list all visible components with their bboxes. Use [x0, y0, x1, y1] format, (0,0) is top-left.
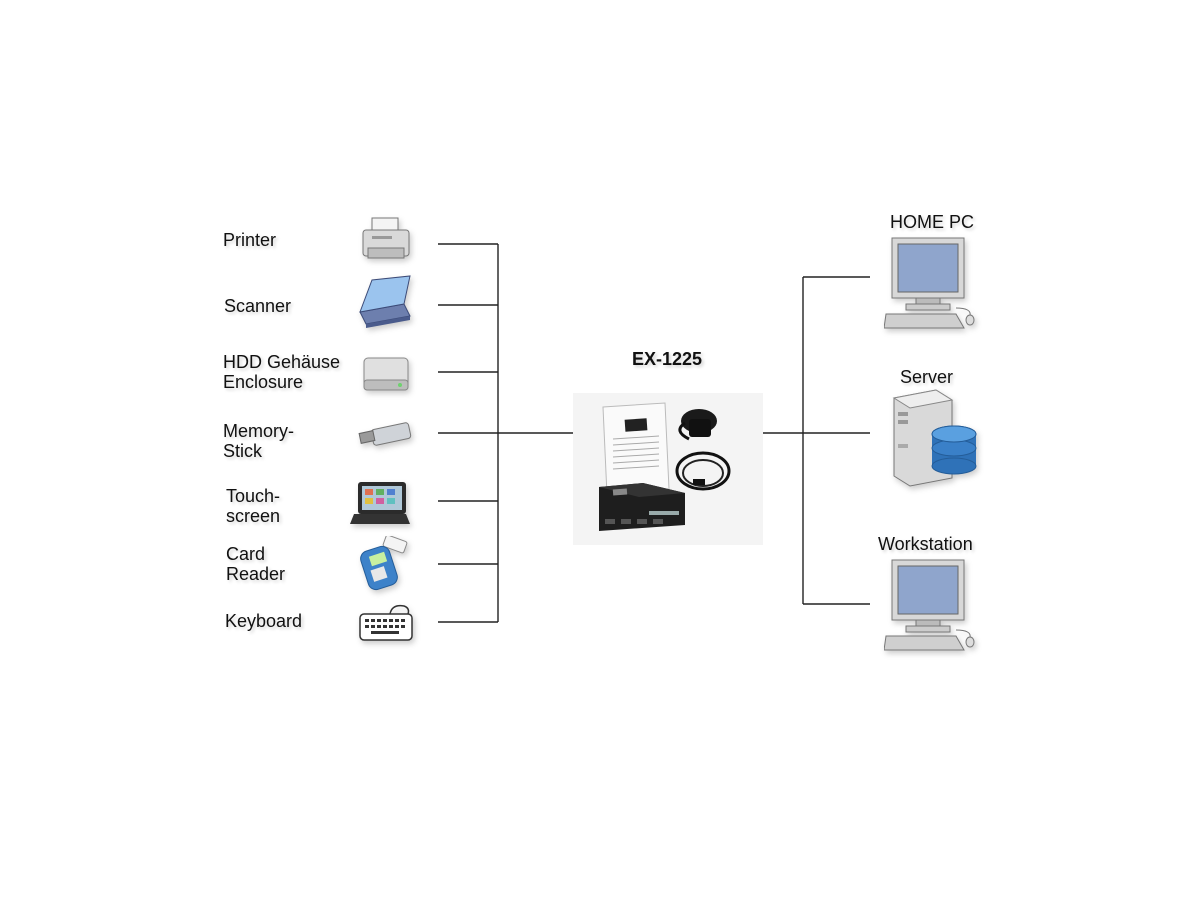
label-scanner: Scanner	[224, 296, 292, 316]
desktop-pc-icon	[884, 237, 975, 329]
usb-stick-icon	[358, 422, 412, 446]
scanner-icon	[359, 275, 411, 328]
server-icon	[892, 389, 977, 487]
hub-product-photo	[573, 393, 763, 545]
label-server: Server	[900, 367, 954, 387]
label-keyboard: Keyboard	[225, 611, 303, 631]
touchscreen-icon	[350, 482, 410, 524]
desktop-pc-icon	[884, 559, 975, 651]
hub-label: EX-1225	[632, 349, 703, 369]
printer-icon	[362, 217, 410, 259]
keyboard-icon	[359, 604, 413, 641]
label-printer: Printer	[223, 230, 277, 250]
label-memory-stick: Memory-Stick	[223, 421, 294, 461]
label-touchscreen: Touch-screen	[226, 486, 281, 526]
card-reader-icon	[360, 536, 408, 591]
label-home-pc: HOME PC	[890, 212, 975, 232]
label-workstation: Workstation	[878, 534, 973, 554]
hdd-icon	[363, 357, 409, 391]
